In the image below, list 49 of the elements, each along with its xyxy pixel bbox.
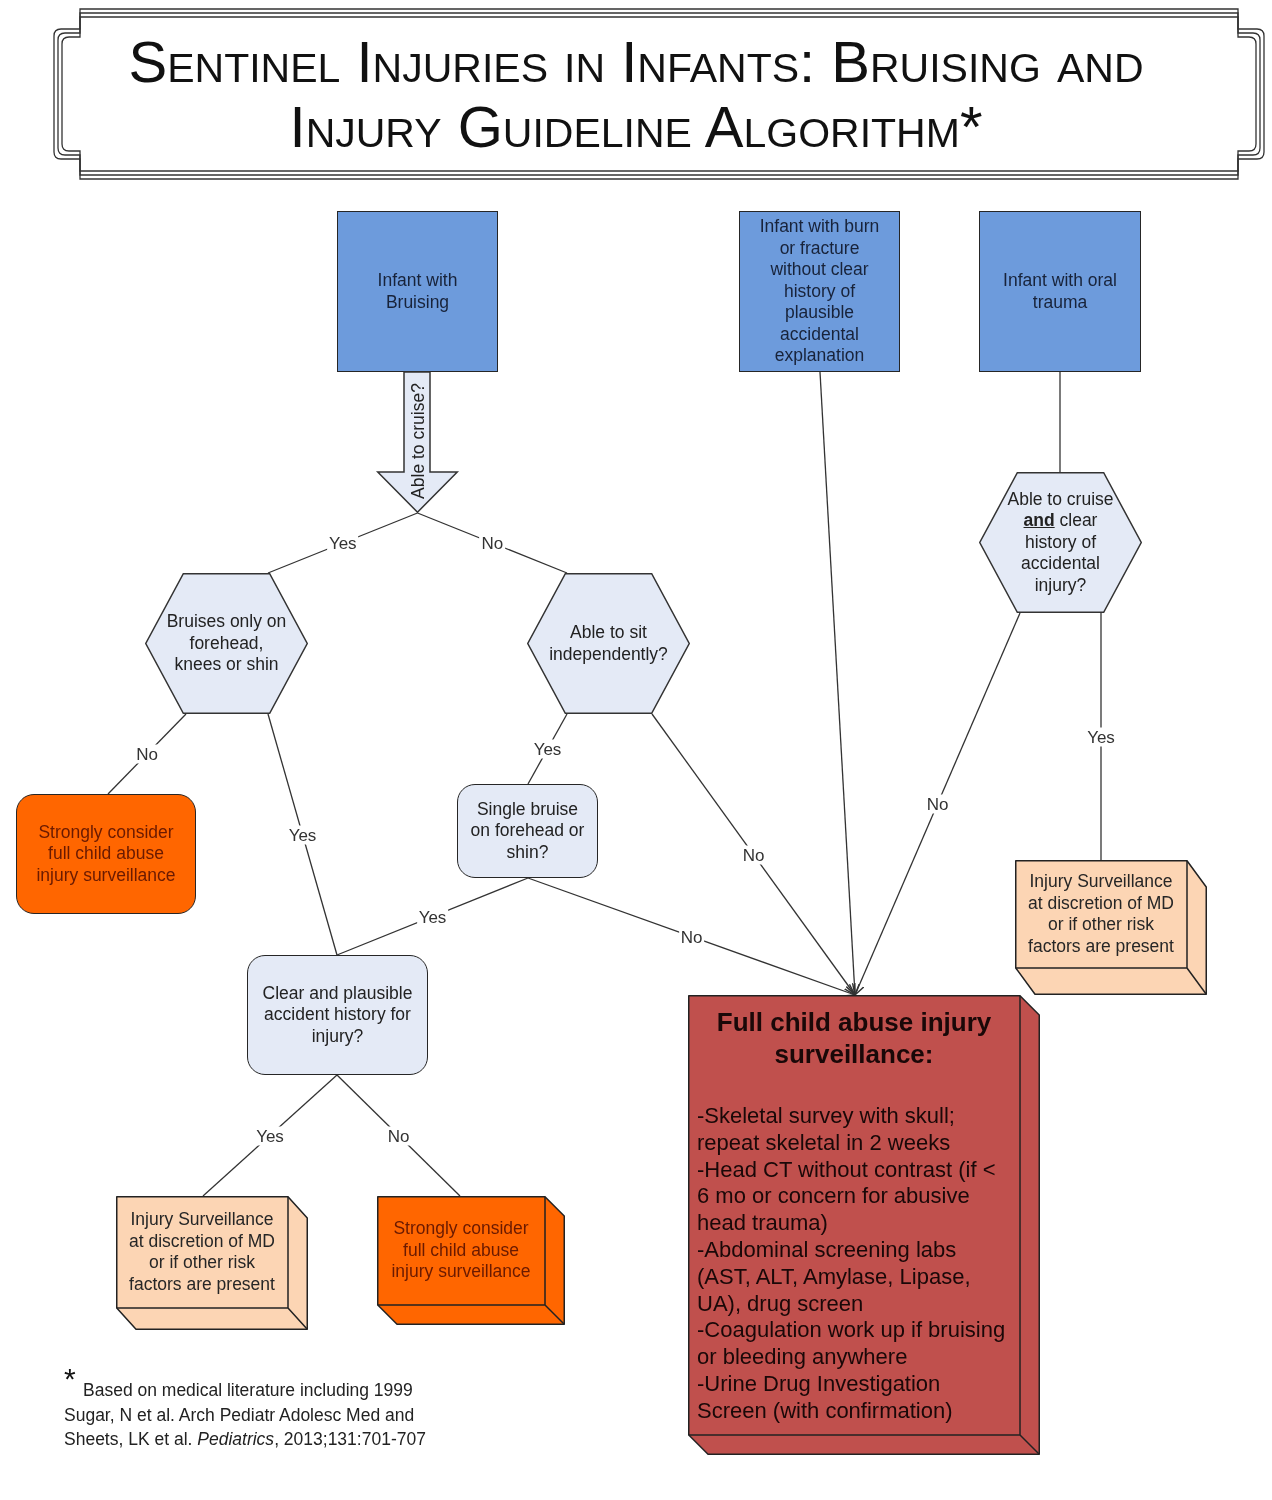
connector-line bbox=[267, 713, 338, 956]
arrow-text: Able to cruise? bbox=[408, 383, 427, 499]
diagram-title: Sentinel Injuries in Infants: Bruising and Injury Guideline Algorithm* bbox=[127, 29, 1145, 159]
arrow bbox=[854, 612, 1021, 996]
block-text: -Skeletal survey with skull; repeat skeletal in 2 weeks bbox=[697, 1103, 956, 1157]
edge-label: Yes bbox=[254, 1126, 286, 1145]
box-text: Infant with Bruising bbox=[376, 270, 459, 313]
arrow bbox=[819, 371, 861, 996]
start-box bbox=[979, 211, 1141, 372]
start-box bbox=[337, 211, 498, 372]
block-text: Strongly consider full child abuse injury surveillance bbox=[390, 1218, 532, 1283]
outcome-block bbox=[1015, 860, 1207, 995]
box-text: Infant with burn or fracture without clear history of plausible accidental explanation bbox=[758, 216, 881, 367]
decision-box bbox=[247, 955, 428, 1075]
box-text: Clear and plausible accident history for injury? bbox=[261, 982, 414, 1048]
hexagon-text: Able to sit independently? bbox=[548, 622, 669, 665]
edge-label: Yes bbox=[286, 825, 319, 844]
decision-box bbox=[457, 784, 598, 878]
outcome-block bbox=[116, 1196, 308, 1330]
edge-label: Yes bbox=[1085, 727, 1117, 746]
box-text: Single bruise on forehead or shin? bbox=[469, 798, 586, 864]
edge-label: Yes bbox=[531, 739, 564, 759]
connector-line bbox=[1100, 612, 1102, 861]
hexagon-text: Able to cruise and clear history of accidental injury? bbox=[1006, 488, 1115, 597]
start-box bbox=[739, 211, 900, 372]
box-text: Strongly consider full child abuse injury surveillance bbox=[35, 821, 177, 887]
block-text: Injury Surveillance at discretion of MD or if other risk factors are present bbox=[1027, 871, 1175, 957]
block-text: Injury Surveillance at discretion of MD or if other risk factors are present bbox=[128, 1209, 276, 1295]
edge-label: Yes bbox=[326, 533, 359, 553]
outcome-block bbox=[377, 1196, 565, 1325]
decision-hexagon bbox=[527, 573, 690, 714]
edge-label: No bbox=[134, 744, 160, 764]
block-heading: Full child abuse injury surveillance: bbox=[715, 1006, 993, 1070]
decision-hexagon bbox=[979, 472, 1142, 613]
decision-hexagon bbox=[145, 573, 308, 714]
block-text: -Coagulation work up if bruising or bleeding anywhere bbox=[697, 1317, 1007, 1371]
block-arrow bbox=[377, 372, 458, 513]
block-text: -Abdominal screening labs (AST, ALT, Amylase, Lipase, UA), drug screen bbox=[697, 1237, 972, 1318]
edge-label: Yes bbox=[416, 907, 449, 926]
arrow bbox=[527, 877, 856, 997]
box-text: Infant with oral trauma bbox=[1002, 270, 1118, 313]
arrow bbox=[651, 713, 856, 996]
outcome-box bbox=[16, 794, 196, 914]
hexagon-text: Bruises only on forehead, knees or shin bbox=[165, 611, 288, 676]
block-text: -Head CT without contrast (if < 6 mo or concern for abusive head trauma) bbox=[697, 1156, 997, 1237]
block-text: -Urine Drug Investigation Screen (with confirmation) bbox=[697, 1370, 954, 1425]
connector-line bbox=[1059, 371, 1061, 473]
edge-label: No bbox=[385, 1126, 412, 1145]
outcome-block bbox=[688, 995, 1040, 1455]
